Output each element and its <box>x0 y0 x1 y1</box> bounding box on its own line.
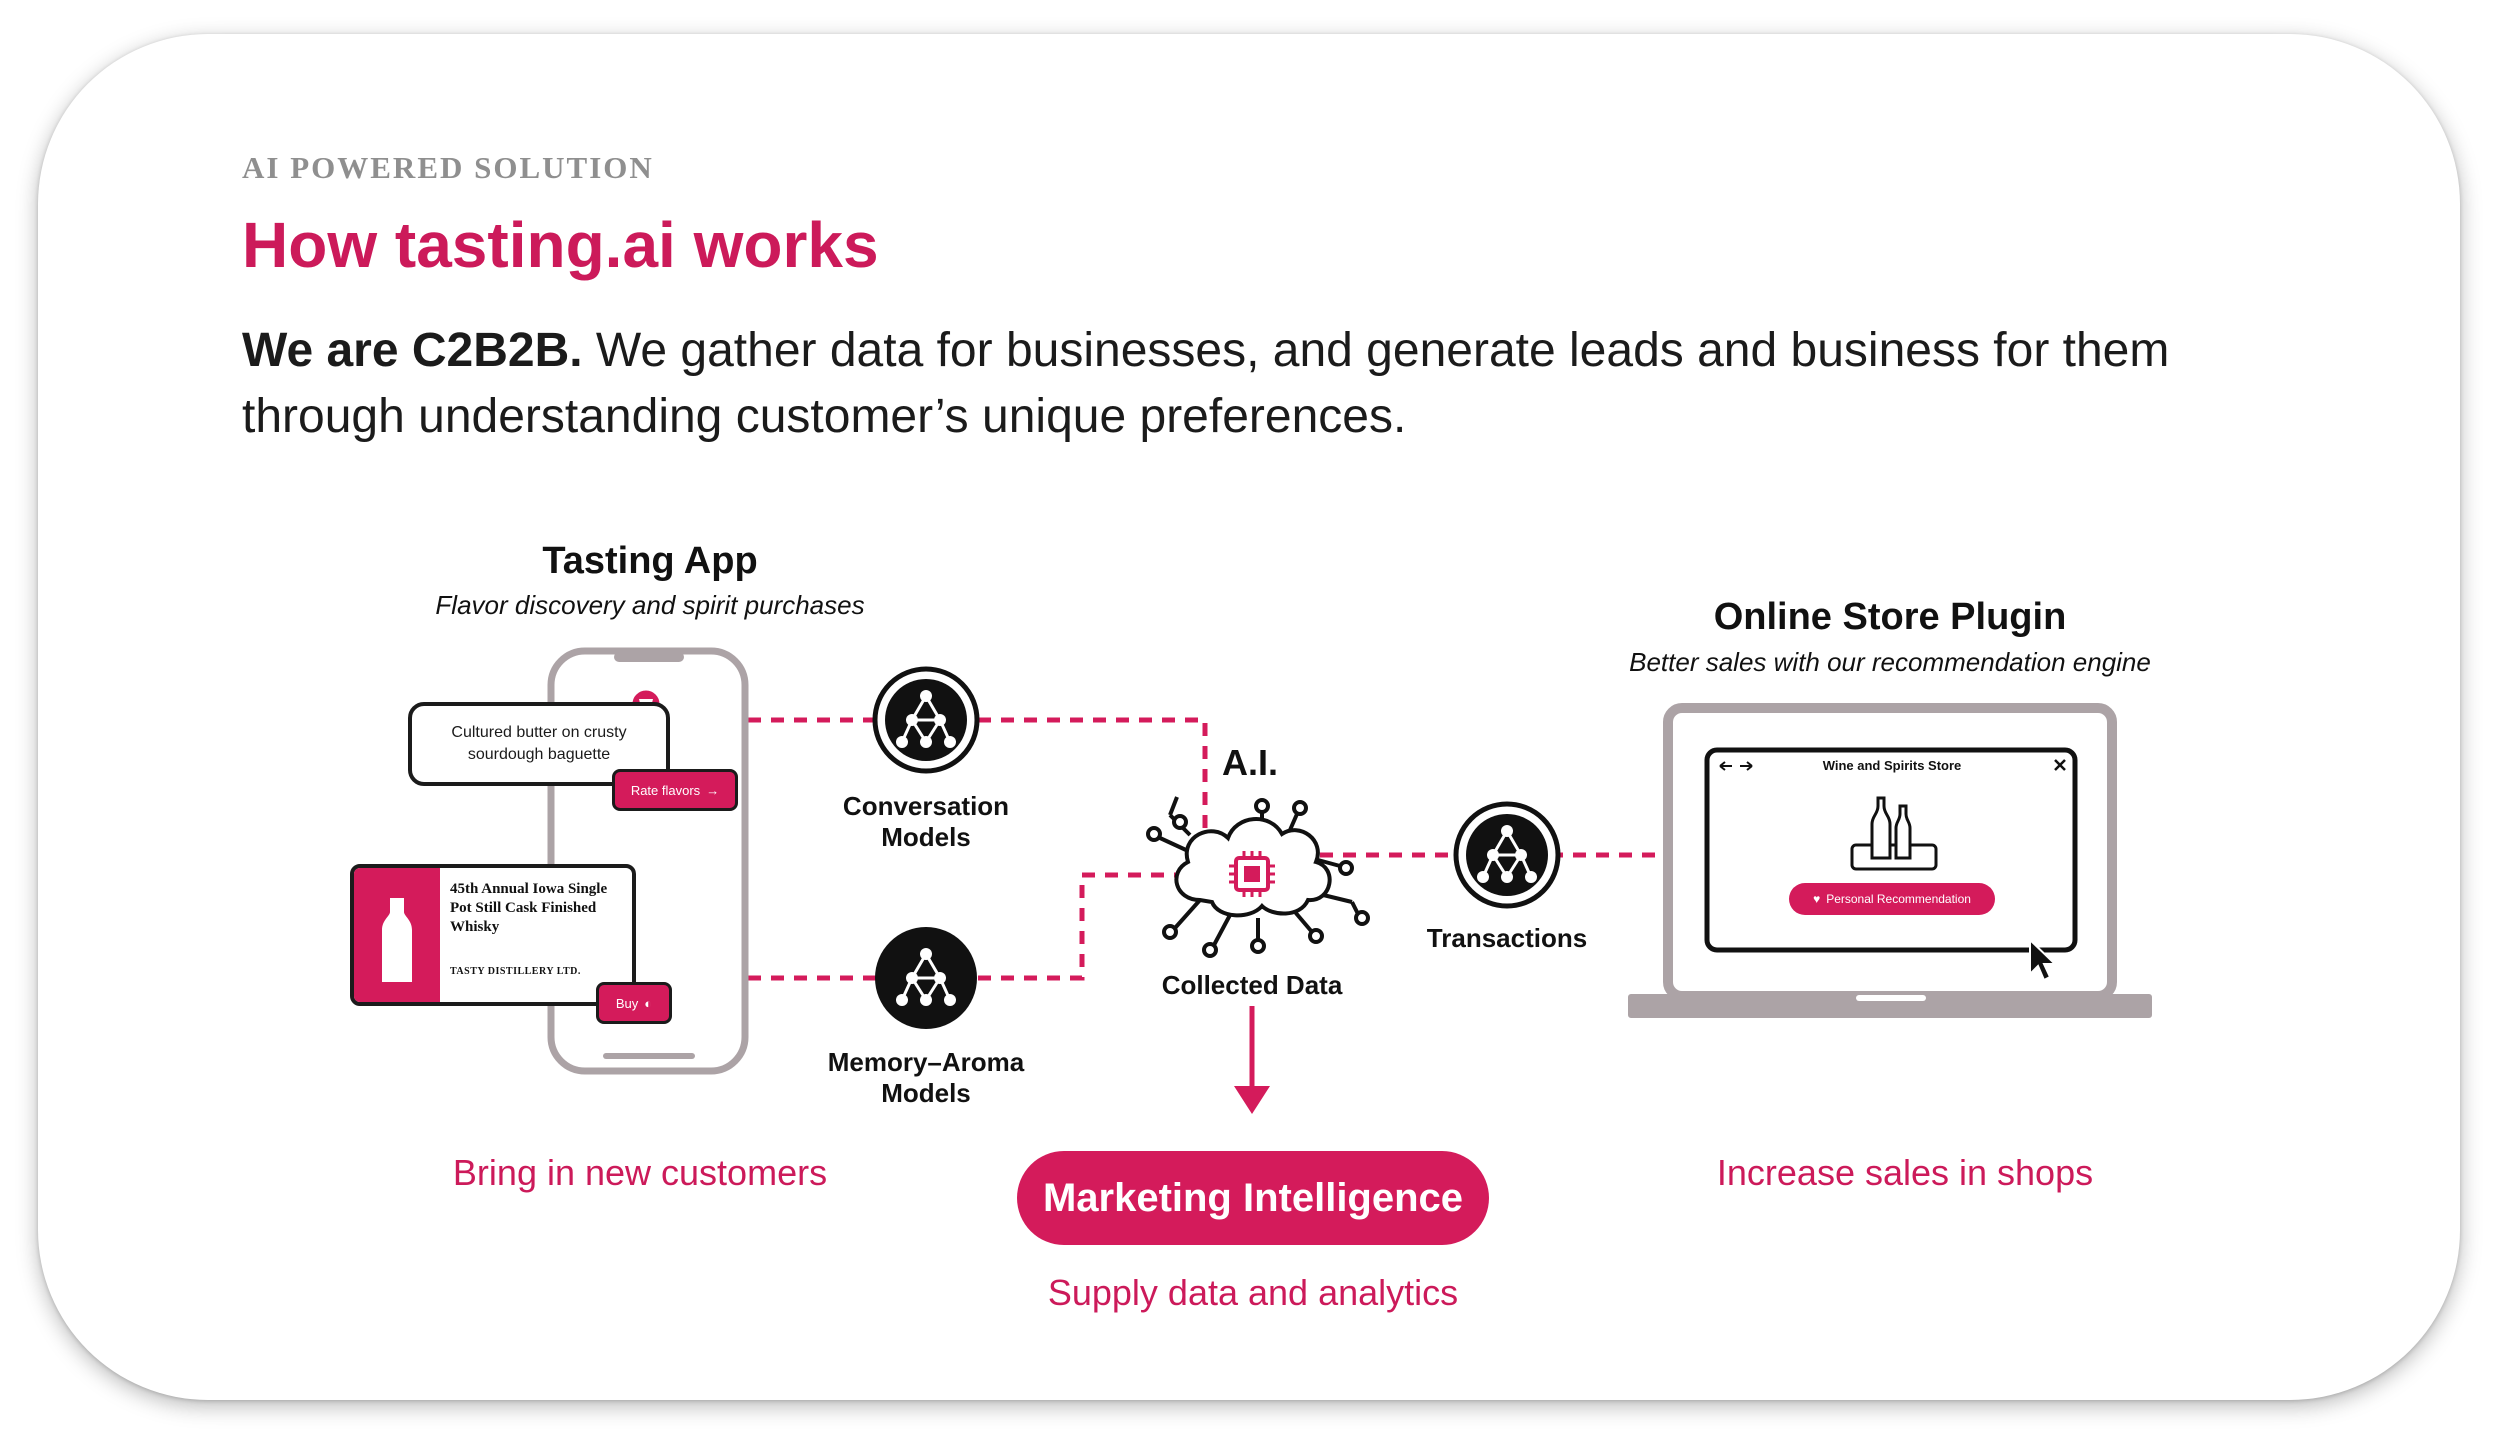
buy-label: Buy <box>615 995 639 1011</box>
rate-flavors-button[interactable]: Rate flavors → <box>612 769 738 811</box>
conversation-model-icon <box>872 666 980 774</box>
cursor-icon <box>2029 937 2058 982</box>
marketing-intelligence-pill: Marketing Intelligence <box>1017 1151 1489 1245</box>
store-plugin-caption: Increase sales in shops <box>1716 1152 2094 1193</box>
arrow-down <box>1234 1006 1270 1114</box>
bottle-icon <box>382 898 412 982</box>
coin-icon: ◐ <box>644 995 653 1011</box>
tasting-app-subtitle: Flavor discovery and spirit purchases <box>435 590 865 620</box>
forward-arrow-icon <box>1740 761 1753 771</box>
store-plugin-subtitle: Better sales with our recommendation eng… <box>1629 647 2151 677</box>
memory-aroma-model-icon <box>875 927 977 1029</box>
collected-data-label: Collected Data <box>1161 970 1343 1000</box>
transactions-label: Transactions <box>1426 923 1588 953</box>
glass-icon: ♥ <box>1813 892 1821 906</box>
transactions-icon <box>1453 801 1561 909</box>
arrow-right-icon: → <box>706 782 720 798</box>
memory-aroma-models-label: Memory–Aroma Models <box>827 1047 1025 1108</box>
store-plugin-title: Online Store Plugin <box>1713 596 2067 638</box>
rate-flavors-label: Rate flavors <box>630 782 701 798</box>
product-name: 45th Annual Iowa Single Pot Still Cask F… <box>450 881 608 935</box>
personal-recommendation-label: Personal Recommendation <box>1826 892 1971 906</box>
intro-text: We gather data for businesses, and gener… <box>242 324 2170 443</box>
eyebrow: AI POWERED SOLUTION <box>242 150 654 185</box>
product-image-panel <box>354 868 440 1002</box>
personal-recommendation-button[interactable]: ♥ Personal Recommendation <box>1789 883 1995 915</box>
chat-bubble: Cultured butter on crusty sourdough bagu… <box>408 702 670 786</box>
intro-paragraph: We are C2B2B. We gather data for busines… <box>242 318 2322 450</box>
ai-label: A.I. <box>1222 742 1279 783</box>
tasting-app-caption: Bring in new customers <box>452 1152 828 1193</box>
product-brand: TASTY DISTILLERY LTD. <box>450 966 581 977</box>
product-card[interactable] <box>350 864 636 1006</box>
intro-bold: We are C2B2B. <box>242 324 583 377</box>
marketing-caption: Supply data and analytics <box>1047 1272 1459 1313</box>
page-title: How tasting.ai works <box>242 209 879 281</box>
buy-button[interactable]: Buy ◐ <box>596 982 672 1024</box>
tasting-app-title: Tasting App <box>542 540 758 582</box>
close-icon <box>2054 759 2066 771</box>
back-arrow-icon <box>1719 761 1732 771</box>
ai-cloud-icon <box>1146 796 1370 958</box>
conversation-models-label: Conversation Models <box>842 791 1010 852</box>
bottles-icon <box>1850 796 1938 871</box>
store-window-title: Wine and Spirits Store <box>1822 758 1962 773</box>
